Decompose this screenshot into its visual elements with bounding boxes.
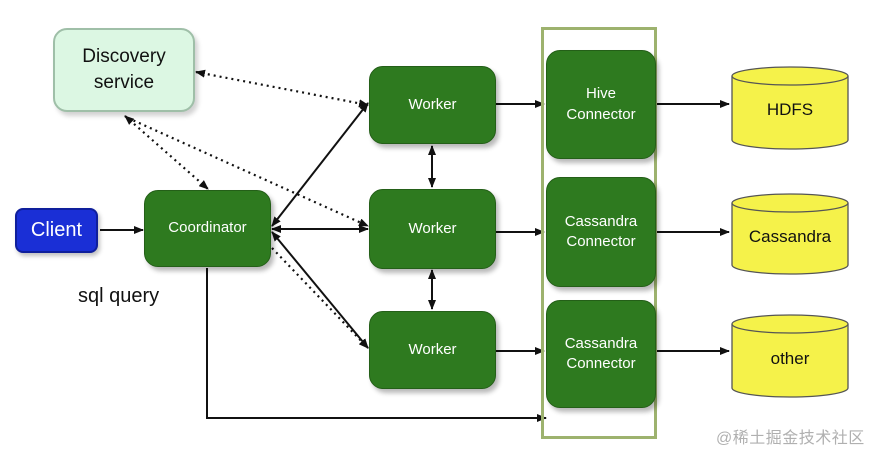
watermark: @稀土掘金技术社区 — [716, 430, 865, 447]
other-cylinder — [731, 314, 849, 398]
hdfs-cylinder — [731, 66, 849, 150]
arrow-coordinator-worker1 — [271, 102, 369, 227]
discovery-service-node: Discovery service — [53, 28, 195, 112]
dotted-link-discovery-worker1 — [195, 69, 369, 108]
dotted-link-discovery-worker2 — [127, 116, 369, 228]
sql-query-label: sql query — [78, 285, 160, 307]
hdfs-label: HDFS — [766, 100, 814, 119]
dotted-link-coordinator-worker3 — [271, 247, 369, 349]
worker-node-2: Worker — [369, 189, 496, 269]
worker-node-3: Worker — [369, 311, 496, 389]
dotted-link-discovery-coordinator — [124, 115, 209, 190]
cassandra-connector-node-2: Cassandra Connector — [546, 300, 656, 408]
cassandra-cylinder — [731, 193, 849, 275]
arrow-coordinator-worker3 — [271, 231, 369, 349]
cassandra-connector-node-1: Cassandra Connector — [546, 177, 656, 287]
coordinator-node: Coordinator — [144, 190, 271, 267]
arrow-coordinator-bypass — [206, 268, 547, 422]
client-node: Client — [15, 208, 98, 253]
cassandra-label: Cassandra — [748, 227, 832, 246]
worker-node-1: Worker — [369, 66, 496, 144]
hive-connector-node: Hive Connector — [546, 50, 656, 159]
other-label: other — [770, 349, 810, 368]
